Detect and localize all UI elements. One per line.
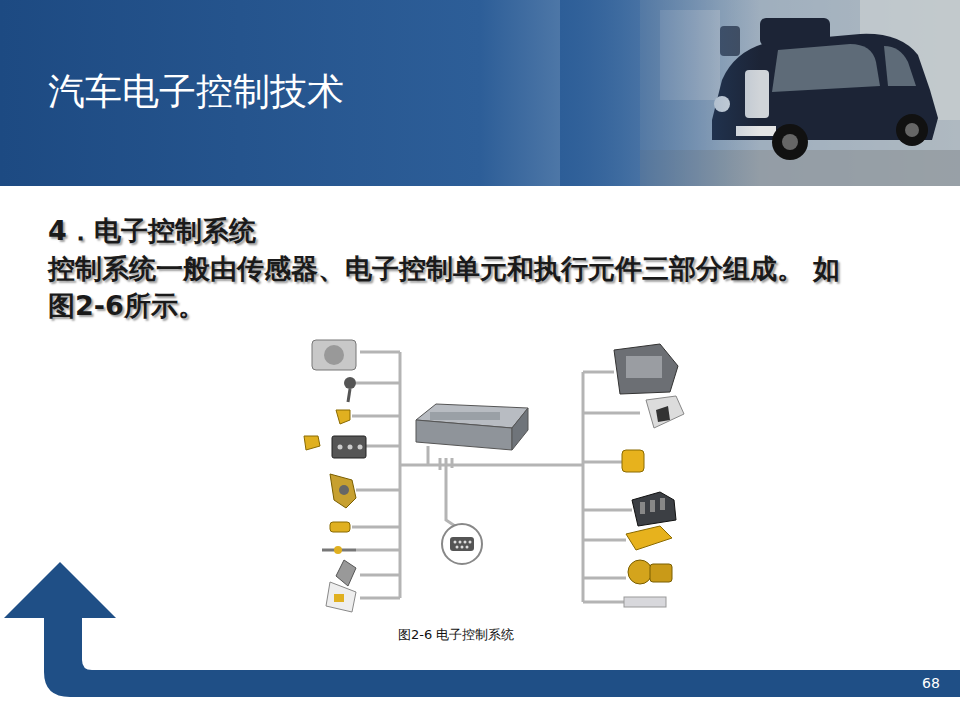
ecu-unit xyxy=(416,404,528,450)
sensor-icons xyxy=(304,340,366,612)
return-arrow xyxy=(4,562,960,697)
header-fade xyxy=(560,0,760,186)
diagnostic-connector xyxy=(442,524,482,564)
figure-caption: 图2-6 电子控制系统 xyxy=(398,626,514,644)
header-band xyxy=(0,0,960,186)
wiring-harness xyxy=(352,352,640,602)
slide-title: 汽车电子控制技术 xyxy=(48,70,344,114)
section-heading: 4．电子控制系统 xyxy=(48,212,256,249)
actuator-icons xyxy=(614,344,684,607)
body-text: 控制系统一般由传感器、电子控制单元和执行元件三部分组成。 如图2-6所示。 xyxy=(48,250,848,324)
page-number: 68 xyxy=(922,674,940,692)
